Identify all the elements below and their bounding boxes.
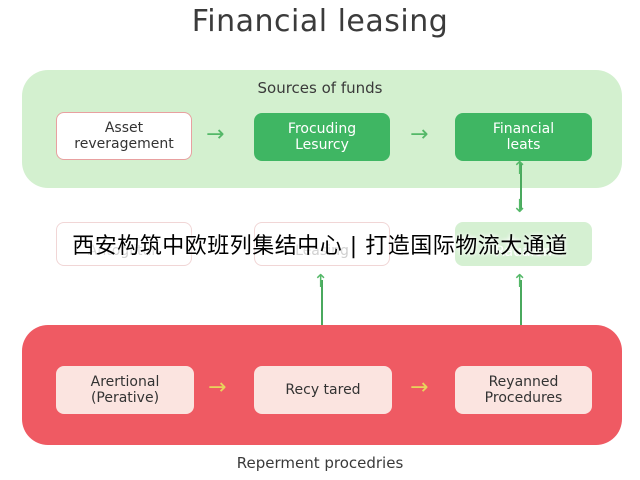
- up-arrow-icon: ↑: [313, 271, 329, 292]
- arertional-perative-box: Arertional (Perative): [56, 366, 194, 414]
- up-arrow-icon: ↑: [512, 271, 528, 292]
- recy-tared-box: Recy tared: [254, 366, 392, 414]
- right-arrow-icon: →: [410, 122, 429, 147]
- antoglitun-box: Antoglitun: [56, 222, 192, 266]
- reyanned-procedures-box: Reyanned Procedures: [455, 366, 592, 414]
- diagram-title: Financial leasing: [191, 4, 449, 39]
- asset-reveragement-box: Asset reveragement: [56, 112, 192, 160]
- right-arrow-icon: →: [410, 375, 429, 400]
- connector-line: [520, 280, 522, 356]
- sources-of-funds-label: Sources of funds: [257, 79, 383, 97]
- right-arrow-icon: →: [208, 375, 227, 400]
- connector-line: [321, 280, 323, 356]
- financial-leats-box: Financial leats: [455, 113, 592, 161]
- overlay-caption: 西安构筑中欧班列集结中心 | 打造国际物流大通道: [72, 234, 568, 259]
- leasing-box: Leasing: [254, 222, 390, 266]
- connector-line: [520, 163, 522, 210]
- rauaion-box: Rauaion: [455, 222, 592, 266]
- right-arrow-icon: →: [206, 122, 225, 147]
- repayment-procedures-label: Reperment procedries: [236, 454, 404, 472]
- frocuding-lesurcy-box: Frocuding Lesurcy: [254, 113, 390, 161]
- down-arrow-icon: ↓: [512, 196, 528, 217]
- up-arrow-icon: ↑: [512, 158, 528, 179]
